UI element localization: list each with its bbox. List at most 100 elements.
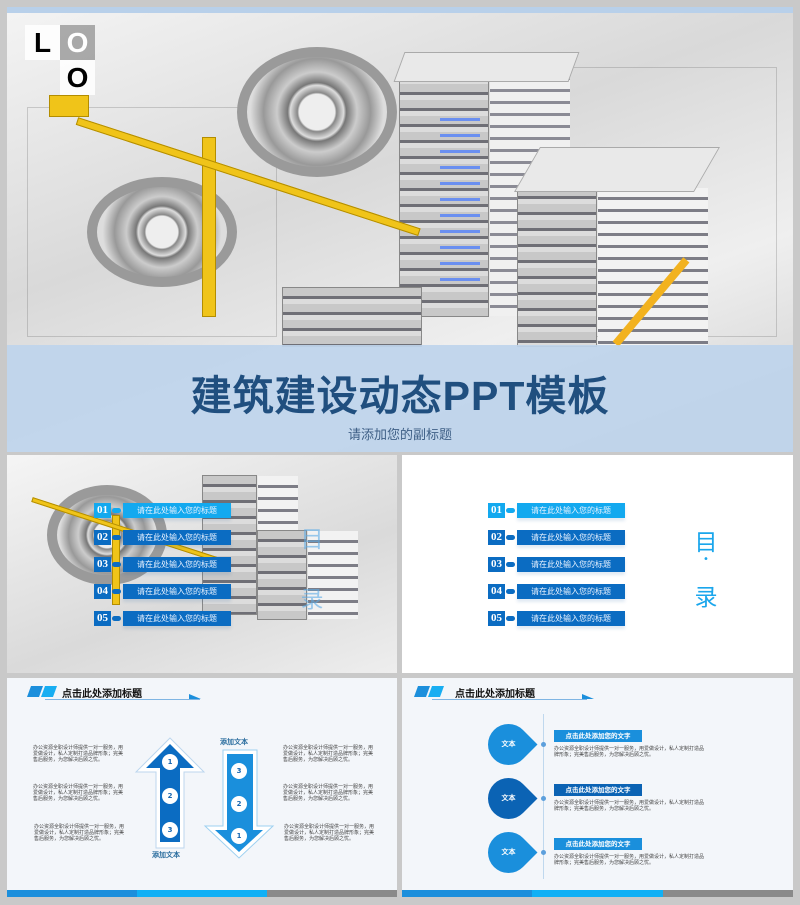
arrows-slide[interactable]: 点击此处添加标题 1 2 3 添加文本 添加文本 3 2 1 办公资源全职设计师… bbox=[7, 678, 397, 897]
toc-heading-char: 录 bbox=[694, 585, 718, 611]
toc-item-number: 03 bbox=[488, 557, 505, 572]
item-heading[interactable]: 点击此处添加您的文字 bbox=[554, 838, 642, 850]
low-building-image bbox=[282, 287, 422, 347]
body-text[interactable]: 办公资源全职设计师提供一对一服务，用爱做设计，私人定制打造品牌形象；完美售后服务… bbox=[283, 784, 374, 802]
toc-photo-slide[interactable]: 目 录 01 请在此处输入您的标题 02 请在此处输入您的标题 03 请在此处输入您的标题… bbox=[7, 455, 397, 673]
connector-dot-icon bbox=[112, 562, 121, 567]
body-text[interactable]: 办公资源全职设计师提供一对一服务，用爱做设计，私人定制打造品牌形象；完美售后服务… bbox=[284, 824, 375, 842]
toc-item-label: 请在此处输入您的标题 bbox=[123, 557, 231, 572]
tall-building-image bbox=[399, 67, 570, 317]
cover-slide[interactable]: L O O 建筑建设动态PPT模板 请添加您的副标题 bbox=[7, 7, 793, 452]
step-number: 1 bbox=[162, 754, 178, 770]
item-body[interactable]: 办公资源全职设计师提供一对一服务，用爱做设计，私人定制打造品牌形象；完美售后服务… bbox=[554, 800, 705, 812]
toc-item[interactable]: 03 请在此处输入您的标题 bbox=[94, 557, 234, 572]
toc-item-number: 05 bbox=[94, 611, 111, 626]
footer-bar bbox=[402, 890, 793, 897]
blueprint-lines bbox=[27, 107, 277, 337]
toc-item[interactable]: 05 请在此处输入您的标题 bbox=[94, 611, 234, 626]
title-underline-arrow bbox=[189, 694, 201, 699]
connector-dot-icon bbox=[506, 562, 515, 567]
text-badge-label[interactable]: 文本 bbox=[501, 740, 516, 748]
cover-title[interactable]: 建筑建设动态PPT模板 bbox=[190, 373, 610, 419]
timeline-slide[interactable]: 点击此处添加标题 文本点击此处添加您的文字办公资源全职设计师提供一对一服务，用爱… bbox=[402, 678, 793, 897]
toc-item-number: 04 bbox=[94, 584, 111, 599]
toc-item-label: 请在此处输入您的标题 bbox=[517, 530, 625, 545]
toc-item-number: 02 bbox=[94, 530, 111, 545]
cover-subtitle[interactable]: 请添加您的副标题 bbox=[347, 428, 452, 443]
toc-item-label: 请在此处输入您的标题 bbox=[123, 611, 231, 626]
up-arrow-label[interactable]: 添加文本 bbox=[152, 851, 180, 859]
footer-bar bbox=[7, 890, 397, 897]
toc-heading-char: 目 bbox=[300, 527, 324, 553]
body-text[interactable]: 办公资源全职设计师提供一对一服务，用爱做设计，私人定制打造品牌形象；完美售后服务… bbox=[283, 745, 374, 763]
down-arrow-label[interactable]: 添加文本 bbox=[220, 738, 248, 746]
body-text[interactable]: 办公资源全职设计师提供一对一服务，用爱做设计，私人定制打造品牌形象；完美售后服务… bbox=[33, 745, 124, 763]
building-image bbox=[517, 187, 708, 347]
connector-dot-icon bbox=[112, 508, 121, 513]
step-number: 2 bbox=[162, 788, 178, 804]
body-text[interactable]: 办公资源全职设计师提供一对一服务，用爱做设计，私人定制打造品牌形象；完美售后服务… bbox=[33, 784, 124, 802]
item-body[interactable]: 办公资源全职设计师提供一对一服务，用爱做设计，私人定制打造品牌形象；完美售后服务… bbox=[554, 746, 705, 758]
toc-heading-dot: • bbox=[703, 554, 709, 565]
toc-item[interactable]: 02 请在此处输入您的标题 bbox=[488, 530, 628, 545]
connector-dot-icon bbox=[506, 589, 515, 594]
timeline-dot-icon bbox=[541, 850, 546, 855]
toc-item-number: 01 bbox=[94, 503, 111, 518]
connector-dot-icon bbox=[506, 508, 515, 513]
toc-item-number: 01 bbox=[488, 503, 505, 518]
logo: L O O bbox=[25, 25, 95, 95]
item-body[interactable]: 办公资源全职设计师提供一对一服务，用爱做设计，私人定制打造品牌形象；完美售后服务… bbox=[554, 854, 705, 866]
title-underline bbox=[432, 699, 587, 700]
logo-letter: O bbox=[60, 60, 95, 95]
building-roof bbox=[393, 52, 580, 82]
toc-item-number: 05 bbox=[488, 611, 505, 626]
logo-letter: L bbox=[25, 25, 60, 60]
building-image bbox=[257, 530, 358, 620]
toc-item[interactable]: 03 请在此处输入您的标题 bbox=[488, 557, 628, 572]
toc-item-number: 03 bbox=[94, 557, 111, 572]
step-number: 1 bbox=[231, 828, 247, 844]
toc-item[interactable]: 01 请在此处输入您的标题 bbox=[94, 503, 234, 518]
body-text[interactable]: 办公资源全职设计师提供一对一服务，用爱做设计，私人定制打造品牌形象；完美售后服务… bbox=[34, 824, 125, 842]
toc-item-label: 请在此处输入您的标题 bbox=[517, 584, 625, 599]
crane-mast-image bbox=[202, 137, 216, 317]
step-number: 2 bbox=[231, 796, 247, 812]
connector-dot-icon bbox=[112, 589, 121, 594]
toc-heading-char: 录 bbox=[300, 587, 324, 613]
toc-item-label: 请在此处输入您的标题 bbox=[123, 503, 231, 518]
building-roof bbox=[514, 147, 720, 192]
toc-item-label: 请在此处输入您的标题 bbox=[517, 557, 625, 572]
crane-counterweight-image bbox=[49, 95, 89, 117]
timeline-dot-icon bbox=[541, 742, 546, 747]
step-number: 3 bbox=[231, 763, 247, 779]
toc-heading-char: 目 bbox=[694, 530, 718, 556]
logo-letter: O bbox=[60, 25, 95, 60]
text-badge-label[interactable]: 文本 bbox=[501, 848, 516, 856]
title-band bbox=[7, 345, 793, 452]
toc-item-label: 请在此处输入您的标题 bbox=[123, 530, 231, 545]
timeline-dot-icon bbox=[541, 796, 546, 801]
toc-item[interactable]: 02 请在此处输入您的标题 bbox=[94, 530, 234, 545]
item-heading[interactable]: 点击此处添加您的文字 bbox=[554, 730, 642, 742]
slide-title[interactable]: 点击此处添加标题 bbox=[455, 689, 535, 700]
toc-item[interactable]: 05 请在此处输入您的标题 bbox=[488, 611, 628, 626]
connector-dot-icon bbox=[112, 535, 121, 540]
crane-mast-image bbox=[112, 515, 120, 605]
item-heading[interactable]: 点击此处添加您的文字 bbox=[554, 784, 642, 796]
connector-dot-icon bbox=[506, 535, 515, 540]
title-underline bbox=[45, 699, 200, 700]
blueprint-roll-image bbox=[237, 47, 397, 177]
connector-dot-icon bbox=[112, 616, 121, 621]
slide-title[interactable]: 点击此处添加标题 bbox=[62, 689, 142, 700]
title-underline-arrow bbox=[582, 694, 594, 699]
text-badge-label[interactable]: 文本 bbox=[501, 794, 516, 802]
step-number: 3 bbox=[162, 822, 178, 838]
top-accent-bar bbox=[7, 7, 793, 13]
toc-item-label: 请在此处输入您的标题 bbox=[517, 611, 625, 626]
toc-item-number: 02 bbox=[488, 530, 505, 545]
connector-dot-icon bbox=[506, 616, 515, 621]
